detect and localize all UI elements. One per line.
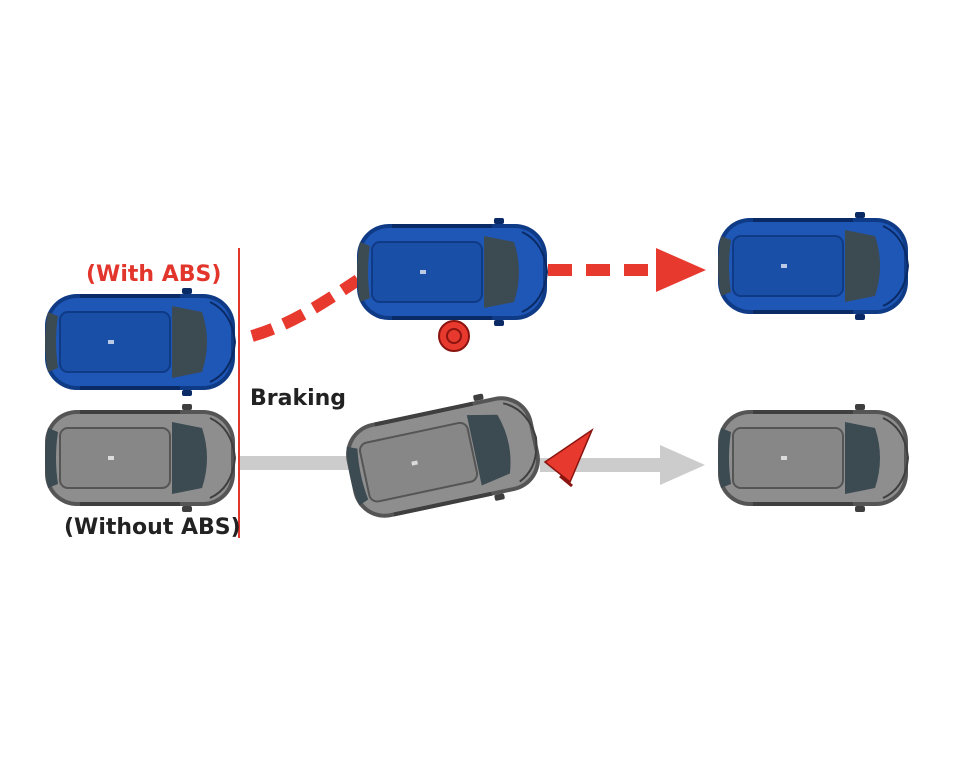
without-abs-label: (Without ABS) (64, 515, 241, 540)
without-abs-arrowhead (660, 445, 705, 485)
gray-car-start (44, 403, 236, 513)
with-abs-label: (With ABS) (86, 262, 222, 287)
gray-car-end (717, 403, 909, 513)
blue-car-end (717, 211, 909, 321)
blue-car-start (44, 287, 236, 397)
circle-target-icon (438, 320, 470, 352)
blue-car-braking (356, 217, 548, 327)
with-abs-arrowhead (656, 248, 706, 292)
without-abs-path-segment (240, 456, 355, 470)
with-abs-curved-path (250, 274, 362, 342)
gray-car-skidding (337, 383, 549, 531)
flag-icon (543, 427, 594, 488)
braking-label: Braking (250, 386, 347, 411)
